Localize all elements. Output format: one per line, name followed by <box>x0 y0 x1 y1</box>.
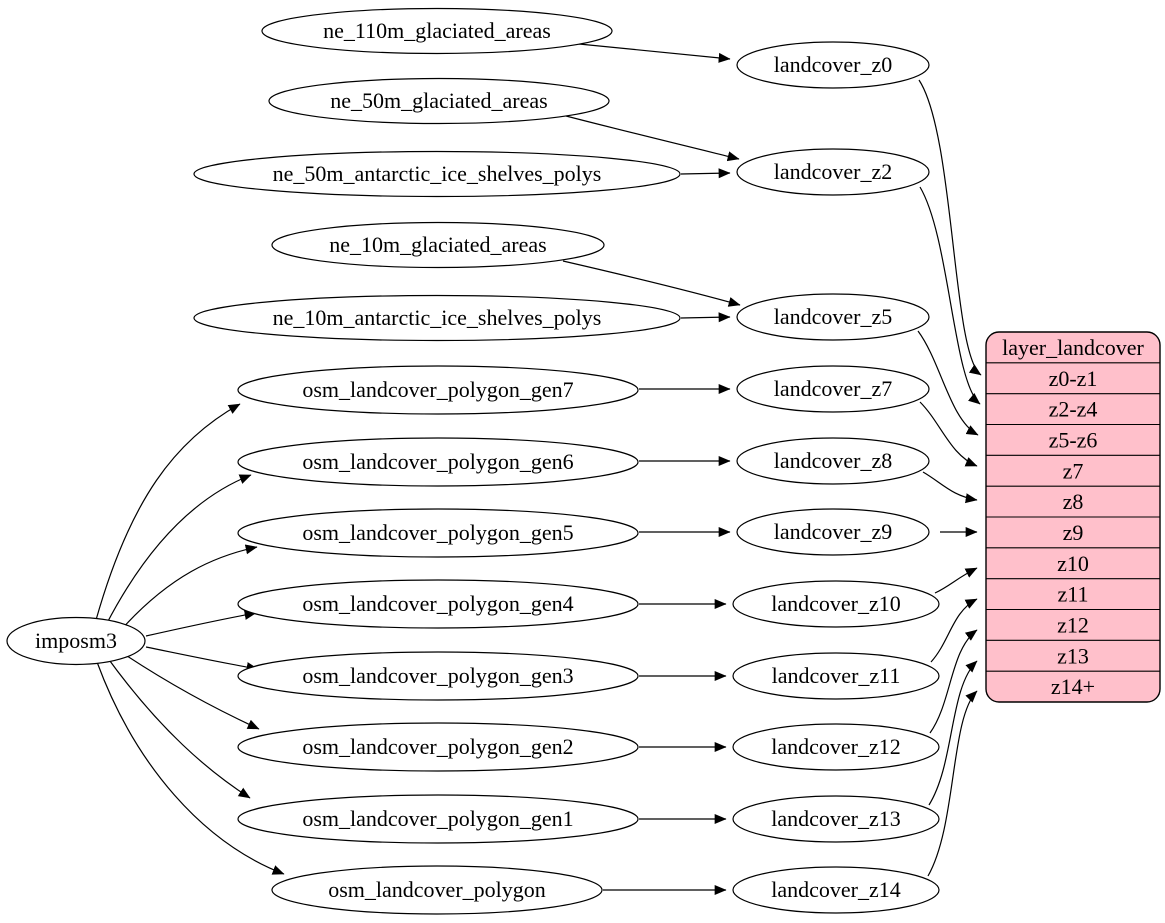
edge-imposm3-gen1 <box>106 656 251 799</box>
svg-text:osm_landcover_polygon_gen5: osm_landcover_polygon_gen5 <box>302 520 573 545</box>
edge-ne50m-glaciated-z2 <box>565 115 740 162</box>
node-osm-landcover-polygon-gen4: osm_landcover_polygon_gen4 <box>237 579 639 629</box>
node-landcover-z9: landcover_z9 <box>736 508 930 556</box>
svg-text:ne_50m_antarctic_ice_shelves_p: ne_50m_antarctic_ice_shelves_polys <box>273 161 602 186</box>
edge-imposm3-gen6 <box>105 474 252 626</box>
node-osm-landcover-polygon: osm_landcover_polygon <box>271 865 603 915</box>
node-osm-landcover-polygon-gen2: osm_landcover_polygon_gen2 <box>237 722 639 772</box>
svg-text:ne_10m_antarctic_ice_shelves_p: ne_10m_antarctic_ice_shelves_polys <box>273 305 602 330</box>
edge-imposm3-gen3 <box>145 646 259 673</box>
node-landcover-z2: landcover_z2 <box>736 148 930 196</box>
edge-imposm3-polygon <box>96 661 285 875</box>
node-osm-landcover-polygon-gen1: osm_landcover_polygon_gen1 <box>237 794 639 844</box>
edge-z11-row-z11 <box>930 598 978 663</box>
edge-z7-row-z7 <box>919 401 978 467</box>
record-row: z7 <box>1063 458 1084 483</box>
svg-text:landcover_z11: landcover_z11 <box>772 663 901 688</box>
svg-text:landcover_z7: landcover_z7 <box>774 376 893 401</box>
svg-text:ne_50m_glaciated_areas: ne_50m_glaciated_areas <box>330 88 547 113</box>
svg-text:landcover_z5: landcover_z5 <box>774 304 893 329</box>
edge-z13-row-z13 <box>928 660 978 806</box>
node-landcover-z5: landcover_z5 <box>736 293 930 341</box>
edge-z12-row-z12 <box>929 629 978 734</box>
svg-text:landcover_z10: landcover_z10 <box>771 591 901 616</box>
edge-ne50m-antarctic-z2 <box>680 168 731 179</box>
node-osm-landcover-polygon-gen6: osm_landcover_polygon_gen6 <box>237 437 639 487</box>
node-osm-landcover-polygon-gen5: osm_landcover_polygon_gen5 <box>237 508 639 558</box>
node-ne-50m-antarctic-ice-shelves-polys: ne_50m_antarctic_ice_shelves_polys <box>193 150 681 198</box>
edge-z10-row-z10 <box>934 567 978 594</box>
record-title: layer_landcover <box>1002 335 1144 360</box>
record-row: z2-z4 <box>1049 397 1098 422</box>
edge-imposm3-gen2 <box>120 651 260 730</box>
node-landcover-z8: landcover_z8 <box>736 437 930 485</box>
edge-imposm3-gen5 <box>119 544 258 632</box>
svg-text:landcover_z12: landcover_z12 <box>771 734 901 759</box>
edge-ne10m-antarctic-z5 <box>680 312 731 323</box>
record-row: z14+ <box>1051 674 1095 699</box>
svg-text:imposm3: imposm3 <box>35 628 117 653</box>
svg-text:osm_landcover_polygon_gen7: osm_landcover_polygon_gen7 <box>302 377 573 402</box>
node-landcover-z0: landcover_z0 <box>736 41 930 89</box>
node-landcover-z14: landcover_z14 <box>732 866 940 914</box>
node-ne-10m-glaciated-areas: ne_10m_glaciated_areas <box>271 221 605 269</box>
node-imposm3: imposm3 <box>6 616 146 666</box>
svg-text:osm_landcover_polygon_gen6: osm_landcover_polygon_gen6 <box>302 449 573 474</box>
svg-text:osm_landcover_polygon_gen4: osm_landcover_polygon_gen4 <box>302 591 573 616</box>
edge-z14-row-z14plus <box>927 690 978 877</box>
edge-z5-row-z5-z6 <box>917 330 979 436</box>
svg-text:landcover_z14: landcover_z14 <box>771 877 901 902</box>
record-row: z9 <box>1063 520 1084 545</box>
node-landcover-z7: landcover_z7 <box>736 365 930 413</box>
svg-text:landcover_z2: landcover_z2 <box>774 159 893 184</box>
record-row: z12 <box>1057 612 1089 637</box>
svg-text:ne_110m_glaciated_areas: ne_110m_glaciated_areas <box>323 18 551 43</box>
edge-z0-row-z0-z1 <box>918 79 982 376</box>
svg-text:landcover_z8: landcover_z8 <box>774 448 893 473</box>
edge-z8-row-z8 <box>922 471 978 504</box>
node-landcover-z11: landcover_z11 <box>732 652 940 700</box>
node-landcover-z12: landcover_z12 <box>732 723 940 771</box>
record-row: z10 <box>1057 551 1089 576</box>
edges <box>95 43 982 896</box>
svg-text:osm_landcover_polygon: osm_landcover_polygon <box>328 877 546 902</box>
record-row: z13 <box>1057 643 1089 668</box>
edge-imposm3-gen4 <box>145 610 257 637</box>
record-row: z0-z1 <box>1049 366 1098 391</box>
svg-text:landcover_z13: landcover_z13 <box>771 806 901 831</box>
edge-ne10m-glaciated-z5 <box>562 260 741 307</box>
node-osm-landcover-polygon-gen3: osm_landcover_polygon_gen3 <box>237 651 639 701</box>
record-row: z8 <box>1063 489 1084 514</box>
svg-text:osm_landcover_polygon_gen3: osm_landcover_polygon_gen3 <box>302 663 573 688</box>
svg-text:ne_10m_glaciated_areas: ne_10m_glaciated_areas <box>329 232 546 257</box>
svg-text:landcover_z0: landcover_z0 <box>774 52 893 77</box>
node-landcover-z10: landcover_z10 <box>732 580 940 628</box>
svg-text:landcover_z9: landcover_z9 <box>774 519 893 544</box>
node-ne-110m-glaciated-areas: ne_110m_glaciated_areas <box>261 7 613 55</box>
node-ne-50m-glaciated-areas: ne_50m_glaciated_areas <box>268 77 610 125</box>
record-row: z11 <box>1058 582 1089 607</box>
record-layer-landcover: layer_landcover z0-z1 z2-z4 z5-z6 z7 z8 … <box>985 331 1161 703</box>
edge-z2-row-z2-z4 <box>919 186 981 405</box>
record-row: z5-z6 <box>1049 427 1098 452</box>
node-osm-landcover-polygon-gen7: osm_landcover_polygon_gen7 <box>237 365 639 415</box>
svg-text:osm_landcover_polygon_gen1: osm_landcover_polygon_gen1 <box>302 806 573 831</box>
svg-text:osm_landcover_polygon_gen2: osm_landcover_polygon_gen2 <box>302 734 573 759</box>
node-ne-10m-antarctic-ice-shelves-polys: ne_10m_antarctic_ice_shelves_polys <box>193 294 681 342</box>
edge-imposm3-gen7 <box>95 403 241 621</box>
node-landcover-z13: landcover_z13 <box>732 795 940 843</box>
edge-ne110m-glaciated-z0 <box>578 43 731 63</box>
